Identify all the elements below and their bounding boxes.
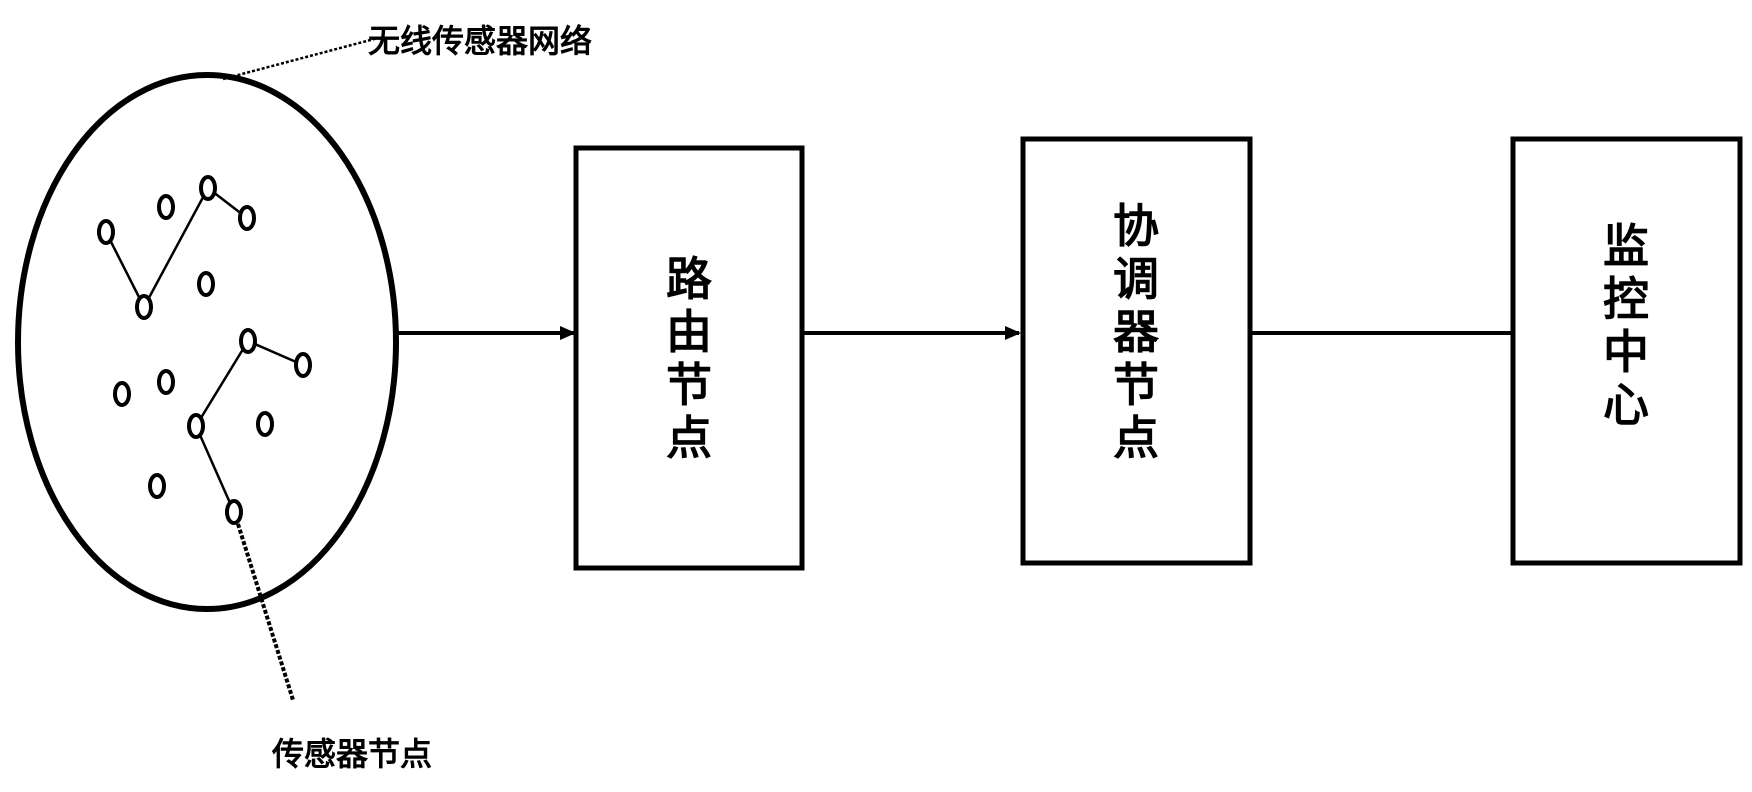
sensor-node <box>199 175 217 201</box>
monitoring-center-box <box>1510 136 1743 566</box>
label-character: 中 <box>1603 325 1649 379</box>
router-node-block: 路由节点 <box>573 145 805 571</box>
sensor-node <box>239 328 257 354</box>
label-character: 调 <box>1113 252 1159 306</box>
sensor-link <box>194 340 250 427</box>
sensor-node <box>197 271 215 297</box>
label-character: 节 <box>1113 358 1159 412</box>
network-label: 无线传感器网络 <box>368 22 592 60</box>
coordinator-node-block: 协调器节点 <box>1020 136 1253 566</box>
sensor-node-label: 传感器节点 <box>271 735 432 773</box>
monitoring-center-block: 监控中心 <box>1510 136 1743 566</box>
label-character: 点 <box>666 411 712 465</box>
label-character: 协 <box>1113 199 1159 253</box>
sensor-node <box>157 369 175 395</box>
sensor-node <box>157 194 175 220</box>
sensor-node <box>294 352 312 378</box>
label-character: 心 <box>1603 378 1649 432</box>
sensor-link <box>104 231 146 308</box>
sensor-nodes <box>97 175 312 525</box>
coordinator-node-box <box>1020 136 1253 566</box>
sensor-node <box>256 411 274 437</box>
coordinator-node-label: 协调器节点 <box>1113 199 1160 465</box>
label-character: 控 <box>1603 272 1649 326</box>
sensor-node <box>148 473 166 499</box>
sensor-link <box>194 425 236 513</box>
label-character: 由 <box>666 305 712 359</box>
label-character: 路 <box>666 252 713 306</box>
router-node-box <box>573 145 805 571</box>
label-character: 监 <box>1603 219 1649 273</box>
monitoring-center-label: 监控中心 <box>1603 219 1649 432</box>
sensor-link <box>247 339 304 367</box>
network-label-leader <box>222 36 379 81</box>
sensor-node <box>187 413 205 439</box>
network-boundary-ellipse <box>15 72 399 612</box>
sensor-node <box>97 219 115 245</box>
sensor-node <box>238 205 256 231</box>
sensor-node <box>225 499 243 525</box>
sensor-node-label-leader <box>236 523 295 701</box>
wireless-sensor-network <box>15 36 399 701</box>
sensor-node <box>113 381 131 407</box>
router-node-label: 路由节点 <box>666 252 713 465</box>
sensor-link <box>142 187 210 308</box>
sensor-node <box>135 294 153 320</box>
label-character: 器 <box>1113 305 1160 359</box>
sensor-links <box>104 187 304 513</box>
label-character: 点 <box>1113 411 1159 465</box>
label-character: 节 <box>666 358 712 412</box>
